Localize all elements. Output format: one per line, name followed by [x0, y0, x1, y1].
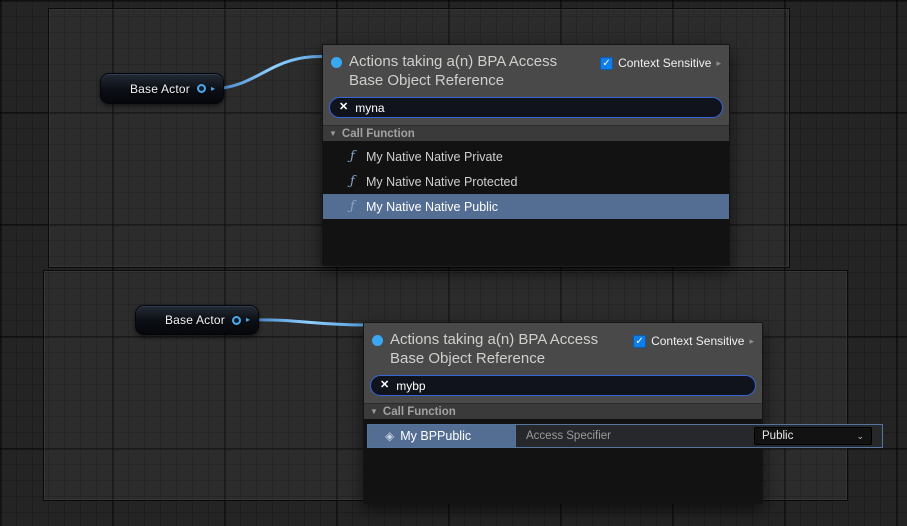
list-item-my-native-native-protected[interactable]: ƒ My Native Native Protected	[323, 169, 729, 194]
access-specifier-label: Access Specifier	[526, 430, 612, 443]
base-actor-node-top[interactable]: Base Actor ▸	[100, 73, 224, 104]
dropdown-value: Public	[762, 430, 794, 443]
access-specifier-panel: Access Specifier Public ⌄	[515, 425, 882, 448]
object-output-pin-icon[interactable]	[196, 84, 206, 93]
context-menu-bottom: Actions taking a(n) BPA Access Base Obje…	[363, 322, 883, 504]
context-sensitive-label: Context Sensitive	[618, 56, 712, 70]
access-specifier-dropdown[interactable]: Public ⌄	[754, 427, 872, 446]
list-item-label: My Native Native Private	[366, 149, 503, 164]
clear-search-icon[interactable]: ✕	[339, 101, 349, 114]
list-item-label: My BPPublic	[400, 429, 472, 444]
expand-arrow-icon[interactable]: ▸	[716, 57, 721, 68]
base-actor-node-bottom[interactable]: Base Actor ▸	[135, 305, 259, 335]
category-label: Call Function	[382, 405, 456, 418]
blueprint-function-icon: ◈	[385, 429, 395, 444]
action-list: ƒ My Native Native Private ƒ My Native N…	[323, 142, 729, 265]
menu-header: Actions taking a(n) BPA Access Base Obje…	[364, 323, 762, 371]
menu-title: Actions taking a(n) BPA Access Base Obje…	[349, 52, 593, 90]
menu-title-line2: Base Object Reference	[390, 350, 546, 368]
search-value: mybp	[396, 378, 426, 393]
list-item-my-native-native-public[interactable]: ƒ My Native Native Public	[323, 194, 729, 220]
menu-title-line2: Base Object Reference	[349, 72, 505, 90]
object-output-pin-icon[interactable]	[231, 315, 241, 325]
menu-title-line1: Actions taking a(n) BPA Access	[349, 53, 558, 70]
checkbox-checked-icon[interactable]: ✓	[633, 334, 647, 348]
function-icon: ƒ	[350, 199, 355, 215]
function-icon: ƒ	[350, 149, 355, 165]
list-item-my-native-native-private[interactable]: ƒ My Native Native Private	[323, 144, 729, 169]
reference-pin-icon	[331, 57, 342, 68]
context-sensitive-label: Context Sensitive	[651, 334, 745, 348]
collapse-triangle-icon[interactable]: ▼	[329, 128, 337, 138]
reference-pin-icon	[372, 335, 383, 346]
search-row: ✕ myna	[323, 92, 729, 126]
node-title: Base Actor	[129, 81, 190, 96]
pin-arrow-icon: ▸	[210, 83, 215, 93]
search-input[interactable]: ✕ myna	[329, 97, 723, 119]
search-input[interactable]: ✕ mybp	[370, 375, 756, 397]
selected-row-my-bppublic[interactable]: ◈ My BPPublic Access Specifier Public ⌄	[367, 424, 883, 449]
search-value: myna	[355, 100, 385, 115]
menu-title: Actions taking a(n) BPA Access Base Obje…	[390, 330, 626, 368]
menu-title-line1: Actions taking a(n) BPA Access	[390, 331, 599, 348]
menu-header: Actions taking a(n) BPA Access Base Obje…	[323, 45, 729, 93]
context-sensitive-toggle[interactable]: ✓ Context Sensitive ▸	[633, 334, 754, 348]
category-call-function[interactable]: ▼ Call Function	[323, 125, 729, 143]
search-row: ✕ mybp	[364, 370, 762, 404]
context-sensitive-toggle[interactable]: ✓ Context Sensitive ▸	[600, 56, 721, 70]
checkbox-checked-icon[interactable]: ✓	[600, 56, 614, 70]
pin-arrow-icon: ▸	[245, 315, 250, 324]
category-call-function[interactable]: ▼ Call Function	[364, 403, 762, 421]
action-list: ◈ My BPPublic Access Specifier Public ⌄	[364, 420, 883, 503]
expand-arrow-icon[interactable]: ▸	[749, 335, 754, 346]
list-item-my-bppublic[interactable]: ◈ My BPPublic	[368, 425, 515, 448]
context-menu-top: Actions taking a(n) BPA Access Base Obje…	[322, 44, 730, 266]
collapse-triangle-icon[interactable]: ▼	[370, 406, 378, 416]
chevron-down-icon: ⌄	[856, 430, 864, 441]
function-icon: ƒ	[350, 174, 355, 190]
node-title: Base Actor	[164, 313, 225, 327]
list-item-label: My Native Native Protected	[366, 174, 518, 189]
clear-search-icon[interactable]: ✕	[380, 379, 390, 392]
list-item-label: My Native Native Public	[366, 199, 498, 214]
category-label: Call Function	[341, 127, 415, 140]
